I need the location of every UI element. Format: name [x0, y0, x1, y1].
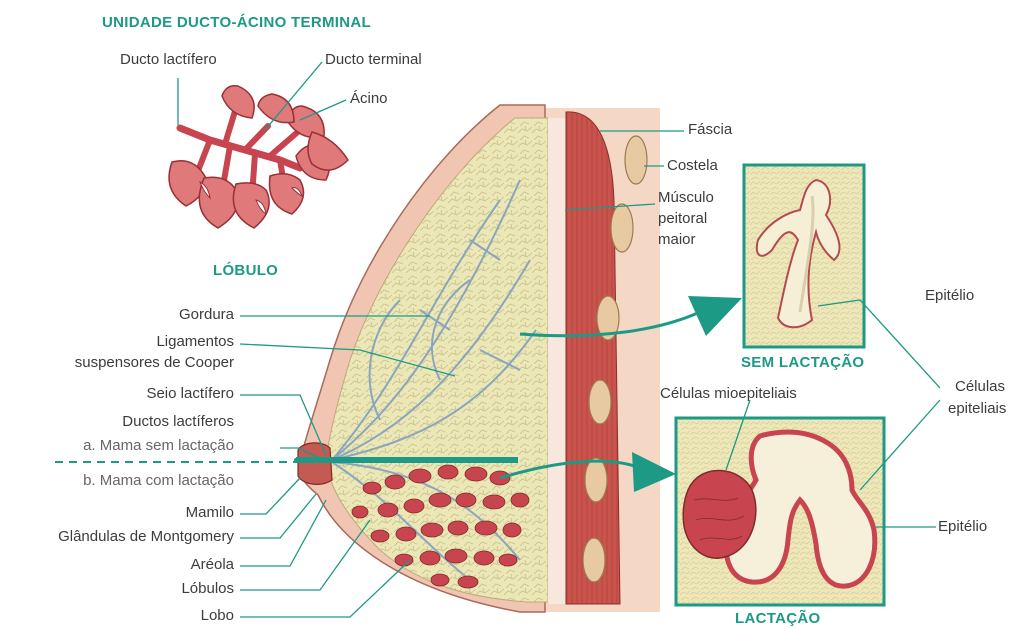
- label-muscle-1: Músculo: [658, 189, 714, 207]
- label-epithelial-cells-1: Células: [955, 378, 1005, 396]
- label-non-lactating-breast: a. Mama sem lactação: [83, 437, 234, 455]
- label-epithelial-cells-2: epiteliais: [948, 400, 1006, 418]
- inset-non-lactating: [744, 165, 864, 347]
- label-acinus: Ácino: [350, 90, 388, 108]
- diagram-title: UNIDADE DUCTO-ÁCINO TERMINAL: [102, 14, 371, 31]
- label-nipple: Mamilo: [186, 504, 234, 522]
- inset-lactating: [676, 418, 884, 605]
- lobule-title: LÓBULO: [213, 262, 278, 279]
- label-fat: Gordura: [179, 306, 234, 324]
- label-lobe: Lobo: [201, 607, 234, 625]
- label-lobules: Lóbulos: [181, 580, 234, 598]
- label-montgomery-glands: Glândulas de Montgomery: [58, 528, 234, 546]
- inset-title-lactating: LACTAÇÃO: [735, 610, 820, 627]
- label-areola: Aréola: [191, 556, 234, 574]
- label-cooper-2: suspensores de Cooper: [75, 354, 234, 372]
- label-myoepithelial-cells: Células mioepiteliais: [660, 385, 797, 403]
- label-lactiferous-ducts: Ductos lactíferos: [122, 413, 234, 431]
- label-epithelium-bottom: Epitélio: [938, 518, 987, 536]
- breast-cross-section: [296, 105, 660, 612]
- label-rib: Costela: [667, 157, 718, 175]
- lobule-illustration: [169, 86, 348, 228]
- label-epithelium-top: Epitélio: [925, 287, 974, 305]
- label-cooper-1: Ligamentos: [156, 333, 234, 351]
- label-lactating-breast: b. Mama com lactação: [83, 472, 234, 490]
- label-terminal-duct: Ducto terminal: [325, 51, 422, 69]
- inset-title-non-lactating: SEM LACTAÇÃO: [741, 354, 864, 371]
- nipple: [298, 443, 332, 484]
- label-muscle-3: maior: [658, 231, 696, 249]
- label-fascia: Fáscia: [688, 121, 732, 139]
- myoepithelial-cells: [683, 470, 756, 558]
- label-lactiferous-duct: Ducto lactífero: [120, 51, 217, 69]
- lactation-divider-bar: [296, 457, 518, 463]
- label-lactiferous-sinus: Seio lactífero: [146, 385, 234, 403]
- label-muscle-2: peitoral: [658, 210, 707, 228]
